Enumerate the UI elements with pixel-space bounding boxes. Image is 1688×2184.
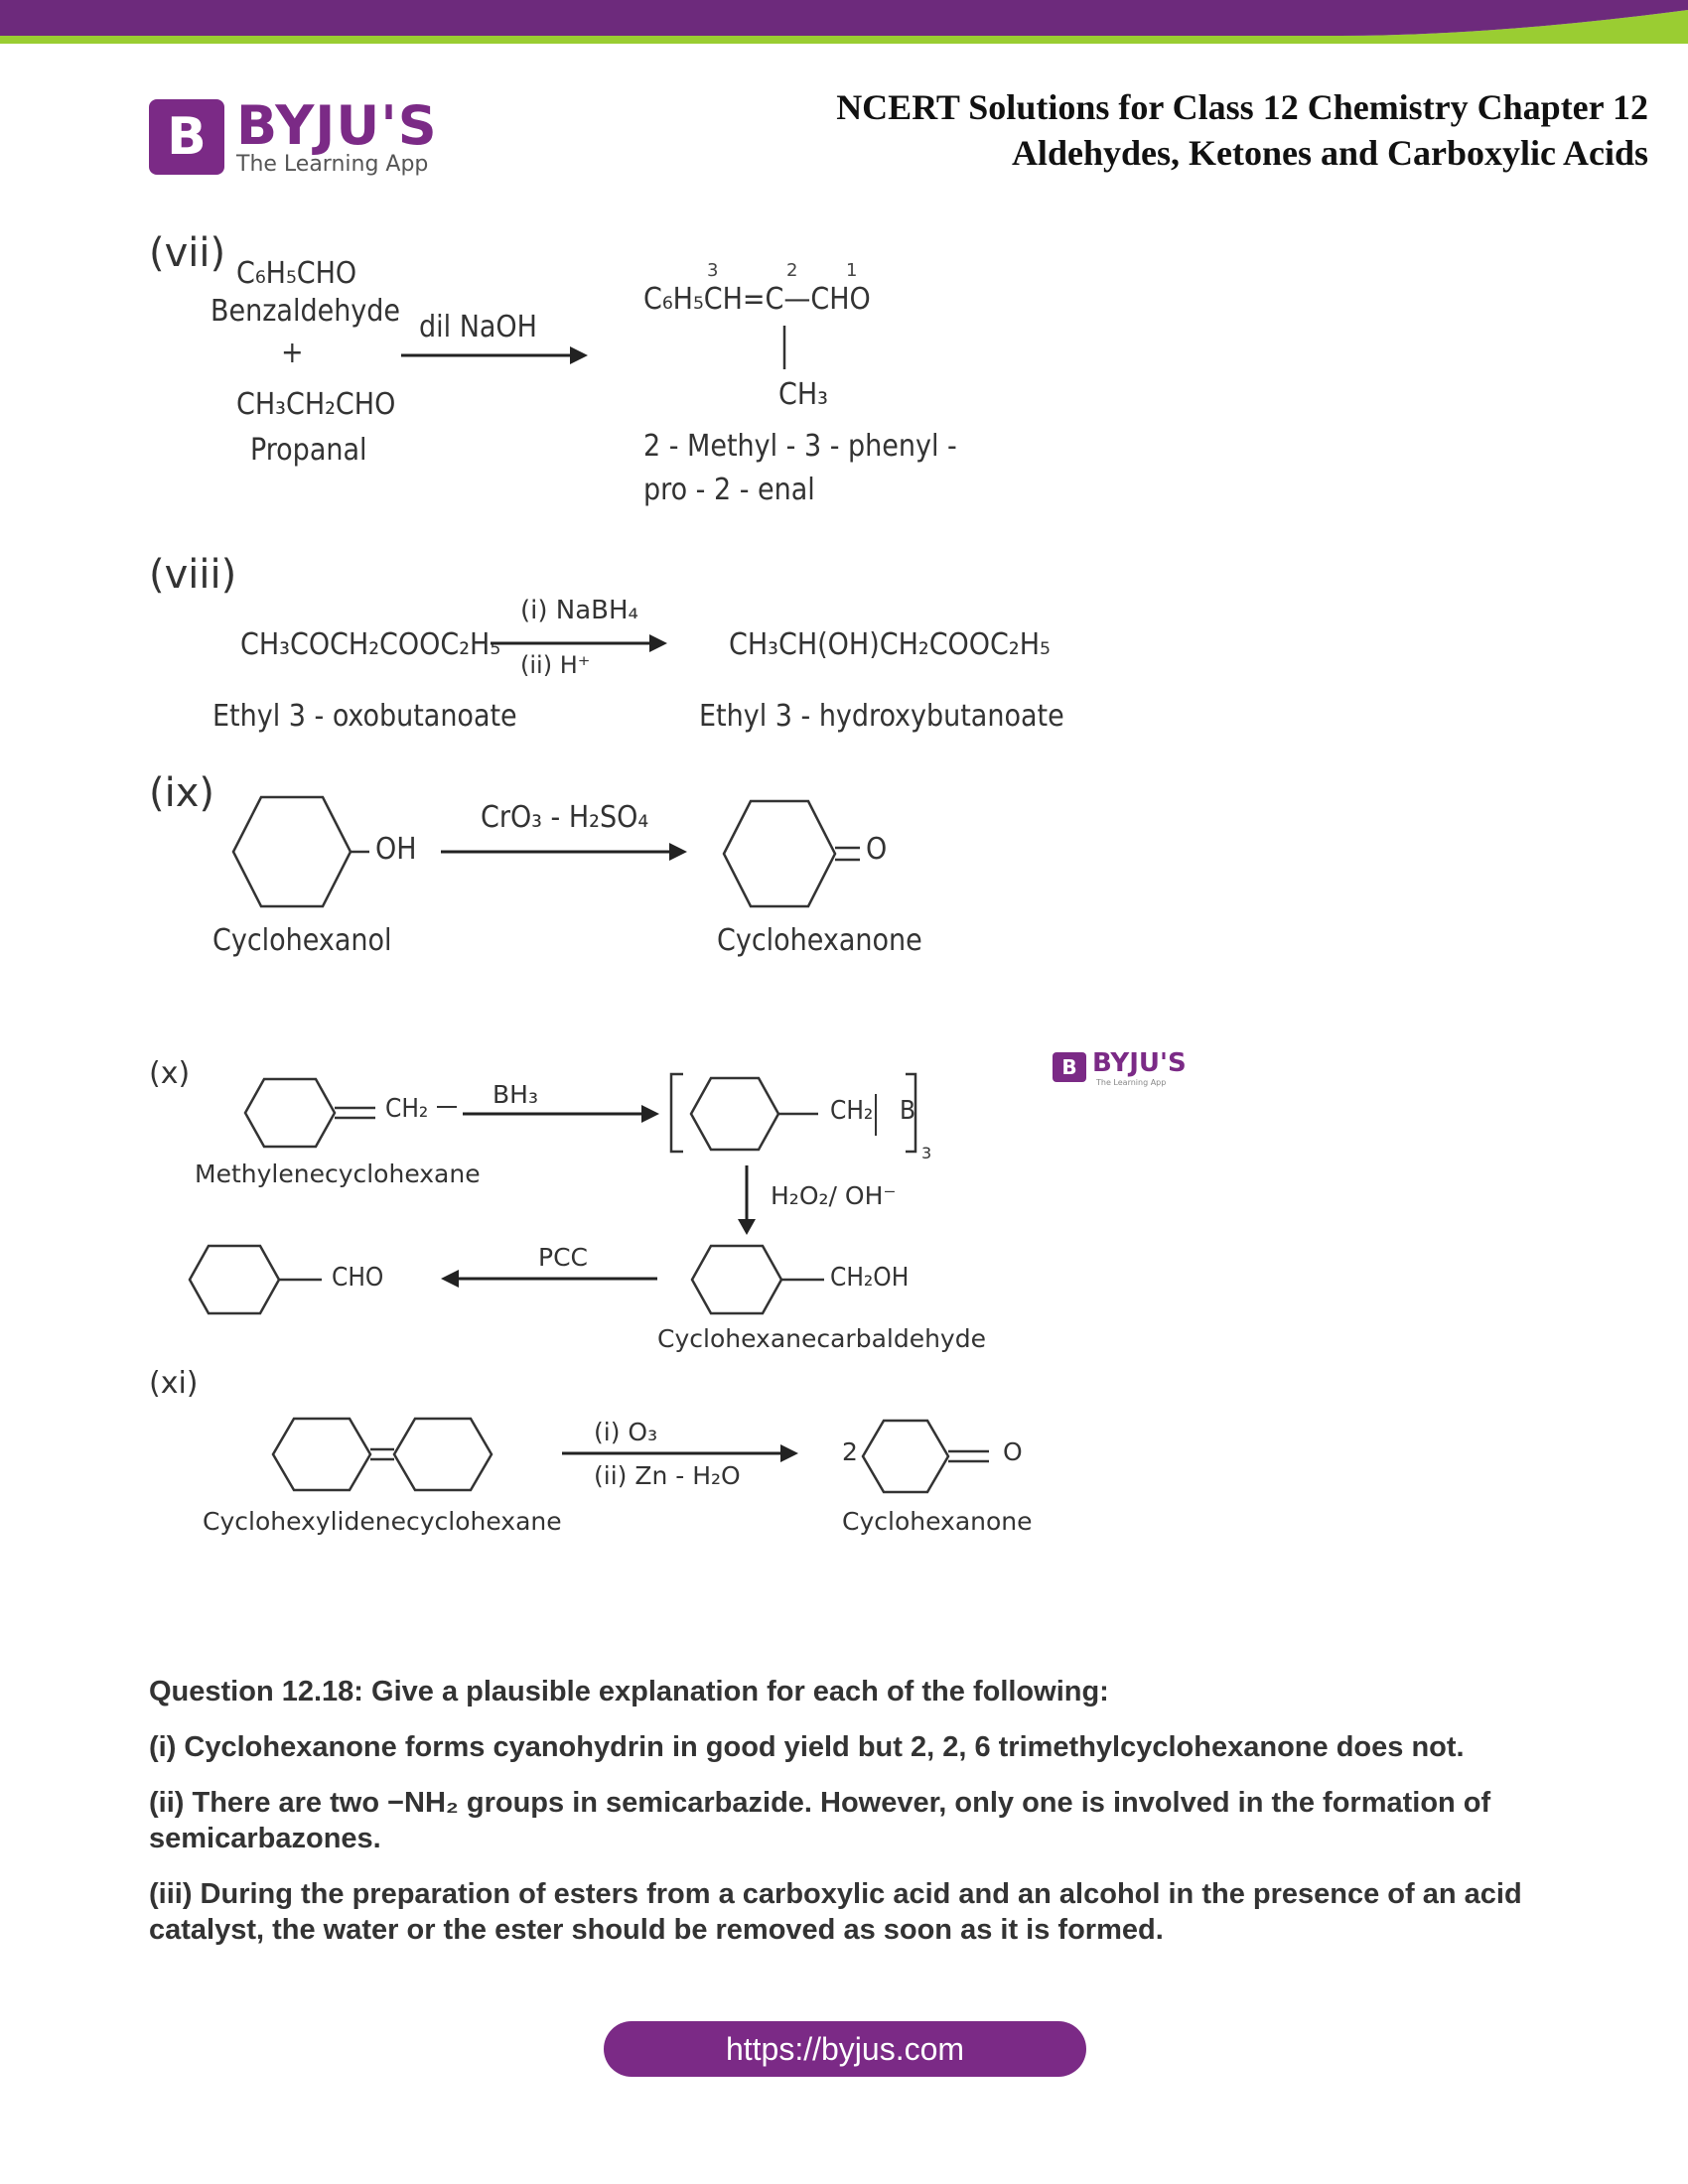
reagent-label: (i) NaBH₄ — [520, 596, 638, 625]
methylenecyclohexane-ring-icon — [243, 1077, 375, 1149]
reactant-formula: CH₃CH₂CHO — [236, 387, 396, 422]
reaction-label: (x) — [149, 1056, 191, 1091]
reagent-label: (i) O₃ — [594, 1418, 658, 1446]
reagent-label: (ii) H⁺ — [520, 651, 591, 679]
question-part-ii: (ii) There are two −NH₂ groups in semica… — [149, 1787, 1491, 1854]
logo-tagline: The Learning App — [236, 152, 429, 177]
reaction-arrow — [441, 843, 687, 861]
top-banner — [0, 0, 1688, 60]
question-part-iii: (iii) During the preparation of esters f… — [149, 1878, 1522, 1946]
carbon-number: 3 — [707, 260, 719, 281]
reactant-formula: CH₃COCH₂COOC₂H₅ — [240, 627, 501, 662]
reaction-label: (xi) — [149, 1366, 199, 1401]
product-formula: C₆H₅CH=C—CHO — [643, 282, 871, 317]
methylene-group: CH₂ — [385, 1094, 429, 1124]
document-title: NCERT Solutions for Class 12 Chemistry C… — [836, 84, 1648, 176]
hydroxymethyl-group: CH₂OH — [830, 1263, 910, 1293]
watermark-logo-icon — [1053, 1052, 1086, 1082]
product-formula: CH₃CH(OH)CH₂COOC₂H₅ — [729, 627, 1051, 662]
plus-sign: + — [281, 336, 304, 370]
carbonyl-oxygen: O — [866, 832, 888, 867]
reagent-label: PCC — [538, 1243, 588, 1272]
reaction-label: (vii) — [149, 230, 226, 276]
carbon-number: 2 — [786, 260, 798, 281]
reagent-label: CrO₃ - H₂SO₄ — [481, 800, 649, 835]
hydroxyl-group: OH — [375, 832, 417, 867]
cyclohexane-ring-icon — [231, 795, 369, 908]
reaction-label: (ix) — [149, 770, 214, 816]
stoichiometric-coefficient: 2 — [842, 1437, 858, 1466]
product-name: Cyclohexanone — [842, 1507, 1033, 1536]
bond-line — [437, 1106, 457, 1108]
organoborane-bracket — [669, 1072, 917, 1154]
reactant-name: Methylenecyclohexane — [195, 1160, 481, 1188]
reaction-label: (viii) — [149, 552, 237, 598]
subscript-three: 3 — [921, 1144, 932, 1162]
intermediate-name: Cyclohexanecarbaldehyde — [657, 1324, 986, 1353]
reaction-arrow-left — [441, 1270, 657, 1288]
reaction-arrow — [491, 634, 667, 652]
cyclohexane-ring-icon — [690, 1244, 824, 1315]
reaction-arrow — [463, 1105, 659, 1123]
cyclohexylidenecyclohexane-icon — [271, 1417, 493, 1492]
reagent-label: (ii) Zn - H₂O — [594, 1461, 741, 1490]
reactant-name: Ethyl 3 - oxobutanoate — [212, 699, 517, 734]
reactant-name: Propanal — [250, 433, 367, 468]
cyclohexanone-ring-icon — [861, 1419, 989, 1494]
question-title: Question 12.18: Give a plausible explana… — [149, 1676, 1109, 1707]
carbonyl-oxygen: O — [1003, 1437, 1023, 1466]
cyclohexanone-ring-icon — [722, 799, 860, 908]
product-name: pro - 2 - enal — [643, 473, 815, 507]
methyl-branch: CH₃ — [778, 377, 828, 412]
logo-wordmark: BYJU'S — [236, 94, 438, 157]
watermark-logo-letter: B — [1061, 1055, 1077, 1079]
reactant-name: Benzaldehyde — [211, 294, 401, 329]
reactant-name: Cyclohexanol — [212, 923, 392, 958]
reaction-arrow — [562, 1444, 798, 1462]
title-line-1: NCERT Solutions for Class 12 Chemistry C… — [836, 87, 1648, 127]
watermark-tagline: The Learning App — [1096, 1078, 1167, 1087]
methylene-group: CH₂ — [830, 1096, 874, 1126]
reagent-label: BH₃ — [492, 1080, 538, 1109]
watermark-name: BYJU'S — [1092, 1048, 1187, 1078]
byjus-watermark: B BYJU'S The Learning App — [1051, 1048, 1209, 1088]
reaction-arrow — [401, 346, 588, 364]
boron-atom: B — [900, 1096, 916, 1126]
question-part-i: (i) Cyclohexanone forms cyanohydrin in g… — [149, 1731, 1465, 1763]
website-url: https://byjus.com — [725, 2031, 965, 2067]
cyclohexane-ring-icon — [188, 1244, 322, 1315]
banner-purple-stripe — [0, 0, 1688, 36]
reagent-label: dil NaOH — [419, 310, 537, 344]
product-name: Ethyl 3 - hydroxybutanoate — [699, 699, 1064, 734]
product-name: Cyclohexanone — [717, 923, 922, 958]
carbon-number: 1 — [846, 260, 858, 281]
reactant-formula: C₆H₅CHO — [236, 256, 357, 291]
reaction-arrow-down — [738, 1165, 756, 1235]
byjus-logo[interactable]: B BYJU'S The Learning App — [149, 94, 447, 184]
reactant-name: Cyclohexylidenecyclohexane — [203, 1507, 562, 1536]
reagent-label: H₂O₂/ OH⁻ — [771, 1181, 897, 1210]
product-name: 2 - Methyl - 3 - phenyl - — [643, 429, 957, 464]
branch-bond — [782, 326, 786, 369]
logo-mark-icon — [149, 99, 224, 175]
website-link[interactable]: https://byjus.com — [604, 2021, 1086, 2077]
title-line-2: Aldehydes, Ketones and Carboxylic Acids — [1011, 133, 1648, 173]
aldehyde-group: CHO — [332, 1263, 384, 1293]
logo-mark-letter: B — [167, 107, 207, 167]
